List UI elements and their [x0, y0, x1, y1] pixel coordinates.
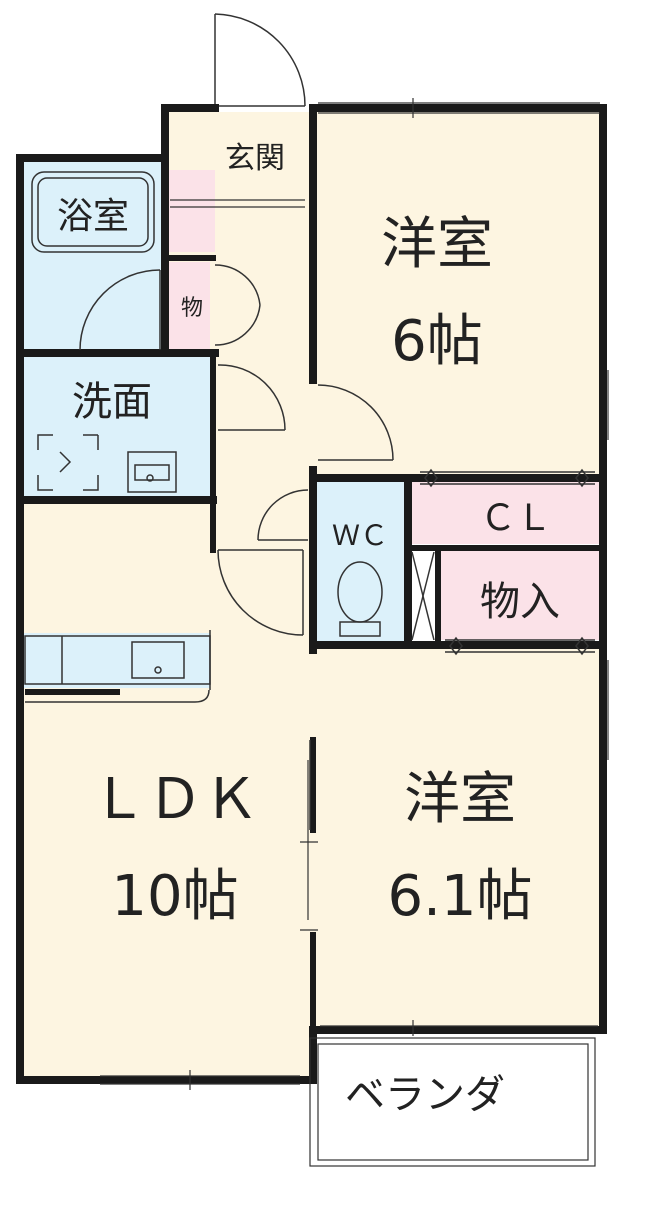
wc-label: ＷＣ [332, 519, 388, 552]
walls [16, 104, 607, 1084]
western-room-2-name: 洋室 [404, 767, 516, 832]
western-room-2-floor [313, 645, 603, 1030]
veranda [309, 1037, 596, 1167]
washroom-label: 洗面 [72, 379, 152, 425]
western-room-1-name: 洋室 [381, 212, 493, 277]
ldk-size: 10帖 [111, 864, 238, 929]
fixtures [24, 171, 383, 703]
windows [100, 98, 609, 1090]
interior-doors [79, 264, 595, 830]
western-room-1-size: 6帖 [391, 309, 483, 374]
closet-label: ＣＬ [480, 498, 552, 539]
shoe-storage-floor [165, 170, 215, 252]
washing-machine-pan [37, 434, 99, 491]
kitchen-counter [24, 630, 211, 703]
room-fills [20, 112, 603, 1080]
room-labels: 玄関 浴室 物 洗面 洋室 6帖 ＷＣ ＣＬ 物入 ＬＤＫ 10帖 洋室 6.1… [57, 141, 560, 1118]
toilet [337, 561, 383, 637]
bath-label: 浴室 [57, 196, 129, 237]
small-storage-floor [165, 262, 210, 350]
western-room-2-size: 6.1帖 [387, 864, 532, 929]
wash-basin [127, 451, 177, 493]
storage-label: 物入 [480, 579, 560, 625]
genkan-label: 玄関 [225, 141, 285, 176]
ldk-name: ＬＤＫ [91, 767, 259, 832]
washroom-floor [20, 353, 213, 500]
western-room-1-floor [313, 112, 603, 477]
bathtub [31, 171, 155, 253]
veranda-label: ベランダ [345, 1072, 505, 1118]
ldk-floor [20, 500, 310, 1080]
small-storage-label: 物 [181, 296, 203, 321]
storage-floor [440, 550, 600, 640]
closet-floor [410, 482, 600, 544]
bath-floor [20, 158, 165, 353]
entrance-door [214, 13, 306, 107]
